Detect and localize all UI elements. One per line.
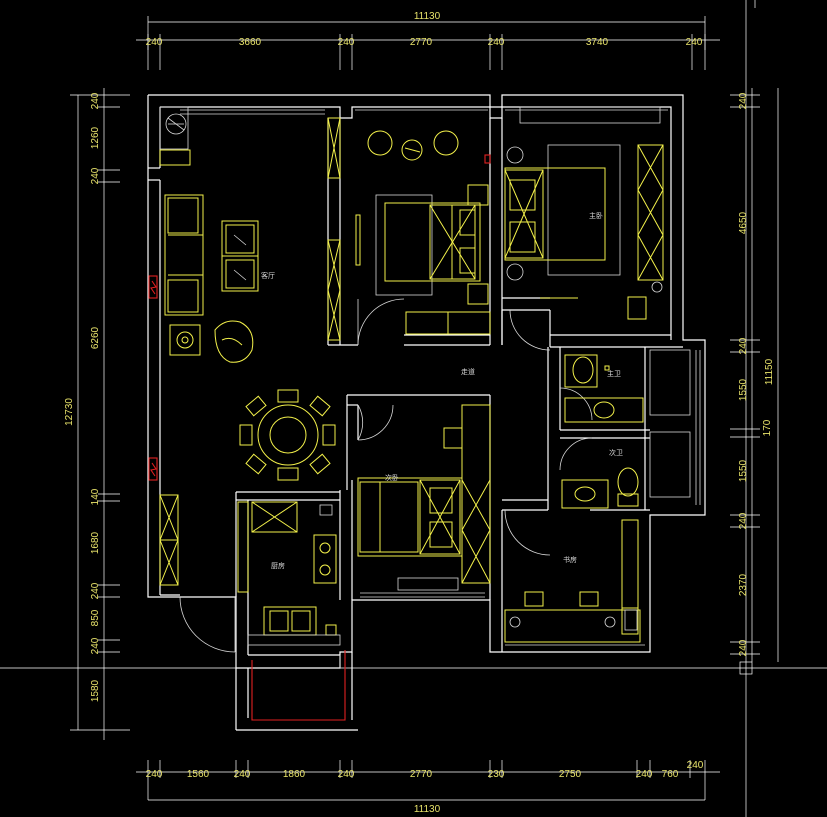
door-swings	[179, 298, 593, 668]
top-overall-dimension: 11130	[414, 11, 441, 22]
left-overall-dimension: 12730	[64, 398, 75, 426]
right-dim-9: 240	[738, 639, 749, 656]
bottom-dim-11: 240	[687, 760, 704, 771]
bottom-dim-9: 240	[636, 769, 653, 780]
study-furniture	[504, 519, 641, 643]
room-label-living: 客厅	[261, 271, 275, 280]
bottom-dim-2: 1560	[187, 769, 210, 780]
bottom-dim-6: 2770	[410, 769, 433, 780]
room-label-second-bedroom: 次卧	[385, 473, 399, 482]
walls	[147, 94, 706, 731]
top-dim-2: 3660	[239, 37, 262, 48]
bottom-dim-8: 2750	[559, 769, 582, 780]
bottom-dim-3: 240	[234, 769, 251, 780]
bedroom-top-furniture	[327, 117, 491, 341]
right-dim-2: 4650	[738, 211, 749, 234]
right-dim-7: 240	[738, 512, 749, 529]
left-dim-9: 240	[90, 637, 101, 654]
bottom-dim-7: 230	[488, 769, 505, 780]
right-dim-1: 240	[738, 92, 749, 109]
left-dim-7: 240	[90, 582, 101, 599]
top-dim-1: 240	[146, 37, 163, 48]
right-dim-6: 1550	[738, 459, 749, 482]
right-dim-8: 2370	[738, 573, 749, 596]
left-dim-10: 1580	[90, 679, 101, 702]
electrical-elements	[148, 154, 491, 721]
left-dim-4: 6260	[90, 326, 101, 349]
left-dim-3: 240	[90, 167, 101, 184]
room-label-master-bedroom: 主卧	[589, 211, 603, 220]
bottom-dim-4: 1860	[283, 769, 306, 780]
left-dim-8: 850	[90, 609, 101, 626]
bottom-dim-10: 760	[662, 769, 679, 780]
kitchen-furniture	[237, 501, 341, 646]
bottom-dim-5: 240	[338, 769, 355, 780]
room-label-kitchen: 厨房	[271, 561, 285, 570]
master-bedroom-furniture	[504, 106, 664, 320]
left-dim-5: 140	[90, 488, 101, 505]
top-dim-7: 240	[686, 37, 703, 48]
right-dim-5: 170	[762, 419, 773, 436]
top-dim-3: 240	[338, 37, 355, 48]
second-bedroom-furniture	[357, 404, 491, 591]
left-dim-6: 1680	[90, 531, 101, 554]
right-dim-3: 240	[738, 337, 749, 354]
top-dim-4: 2770	[410, 37, 433, 48]
room-label-study: 书房	[563, 555, 577, 564]
left-dim-1: 240	[90, 92, 101, 109]
room-label-second-bath: 次卫	[609, 448, 623, 457]
right-dim-4: 1550	[738, 378, 749, 401]
living-room-furniture	[159, 106, 336, 586]
room-label-corridor: 走道	[461, 367, 475, 376]
bottom-overall-dimension: 11130	[414, 804, 441, 815]
top-dim-6: 3740	[586, 37, 609, 48]
room-label-master-bath: 主卫	[607, 369, 621, 378]
bottom-dim-1: 240	[146, 769, 163, 780]
top-dim-5: 240	[488, 37, 505, 48]
right-overall-dimension: 11150	[764, 358, 775, 385]
left-dim-2: 1260	[90, 126, 101, 149]
bathroom-fixtures	[561, 349, 691, 509]
